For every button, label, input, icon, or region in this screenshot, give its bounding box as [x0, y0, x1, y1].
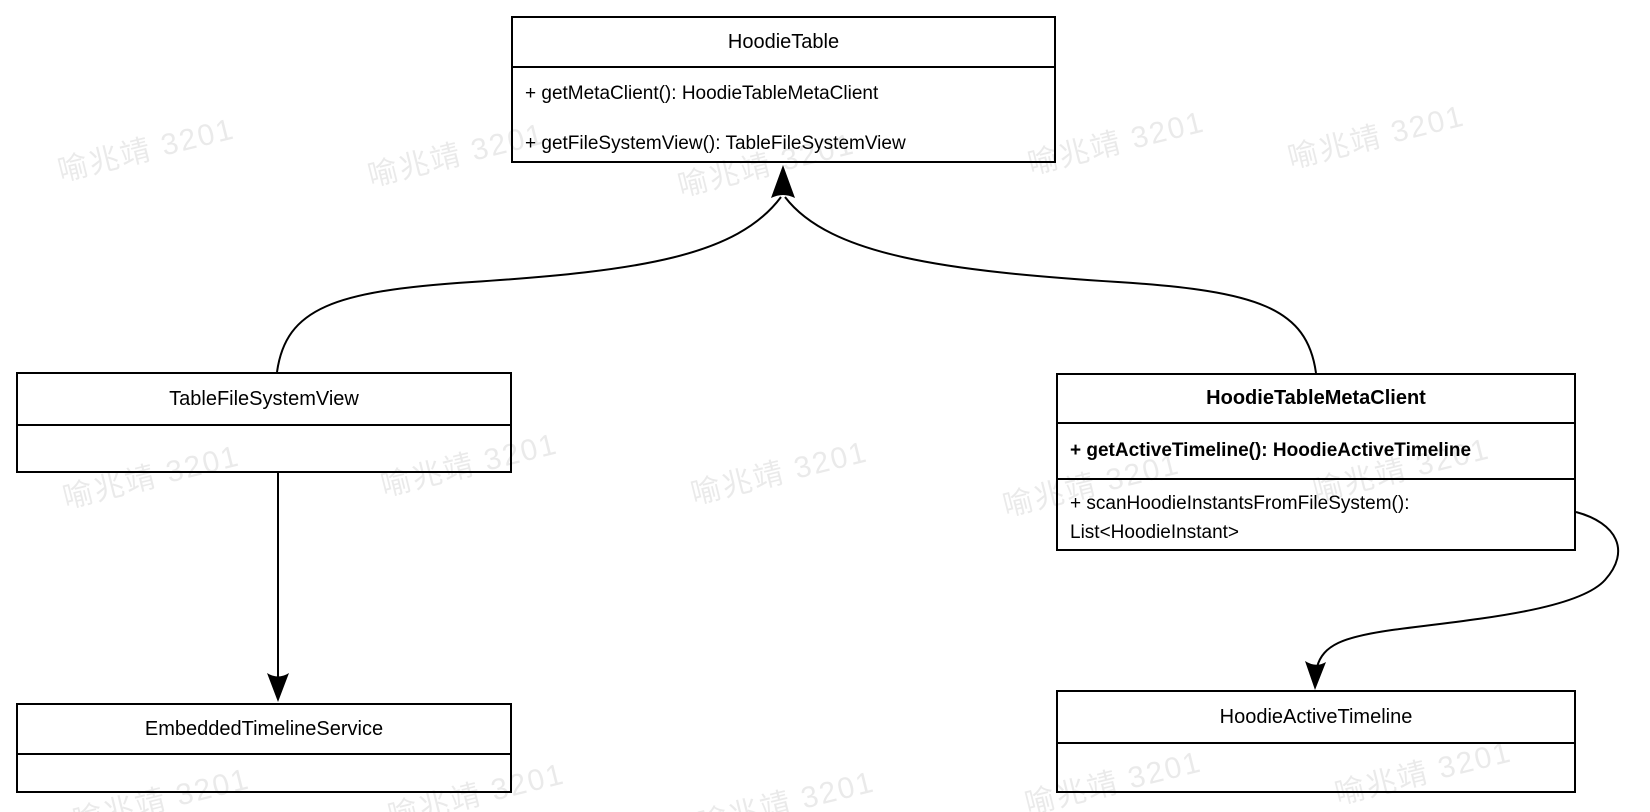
connector-tablefilesystemview-to-hoodietable — [276, 196, 782, 373]
method-line-1: + scanHoodieInstantsFromFileSystem(): — [1070, 493, 1410, 514]
arrowhead-down-icon — [267, 673, 289, 702]
class-method: + getMetaClient(): HoodieTableMetaClient — [525, 83, 879, 104]
class-box-embedded-timeline-service: EmbeddedTimelineService — [16, 703, 512, 793]
methods-compartment: + getActiveTimeline(): HoodieActiveTimel… — [1058, 422, 1574, 478]
class-title-hoodie-active-timeline: HoodieActiveTimeline — [1219, 705, 1413, 728]
class-box-table-file-system-view: TableFileSystemView — [16, 372, 512, 473]
arrowhead-down-right-icon — [1305, 661, 1326, 690]
class-title-hoodie-table: HoodieTable — [727, 30, 840, 53]
methods-compartment: + getMetaClient(): HoodieTableMetaClient… — [513, 66, 1054, 161]
methods-compartment: + scanHoodieInstantsFromFileSystem(): Li… — [1058, 478, 1574, 549]
connector-metaclient-to-hoodieactivetimeline — [1316, 511, 1620, 668]
class-box-hoodie-table: HoodieTable + getMetaClient(): HoodieTab… — [511, 16, 1056, 163]
class-box-hoodie-active-timeline: HoodieActiveTimeline — [1056, 690, 1576, 793]
arrowhead-up-icon — [771, 165, 795, 198]
class-title-hoodie-table-meta-client: HoodieTableMetaClient — [1206, 387, 1426, 409]
connector-metaclient-to-hoodietable — [784, 196, 1317, 374]
class-method: + scanHoodieInstantsFromFileSystem(): Li… — [1058, 480, 1574, 547]
empty-compartment — [1058, 742, 1574, 791]
empty-compartment — [18, 753, 510, 791]
class-method: + getActiveTimeline(): HoodieActiveTimel… — [1070, 440, 1472, 461]
method-line-2: List<HoodieInstant> — [1070, 522, 1240, 543]
class-method: + getFileSystemView(): TableFileSystemVi… — [525, 133, 906, 154]
empty-compartment — [18, 424, 510, 471]
class-title-embedded-timeline-service: EmbeddedTimelineService — [144, 717, 384, 740]
class-title-table-file-system-view: TableFileSystemView — [169, 387, 359, 410]
class-box-hoodie-table-meta-client: HoodieTableMetaClient + getActiveTimelin… — [1056, 373, 1576, 551]
